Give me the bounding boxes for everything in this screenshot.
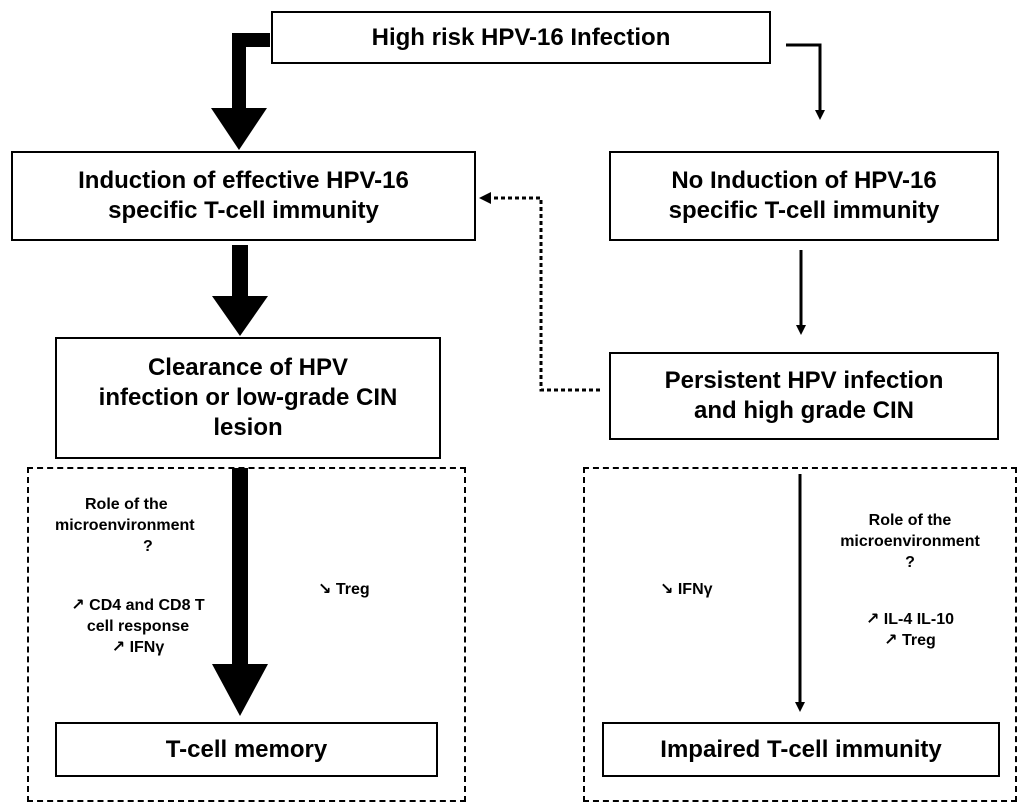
left-role-line-1: Role of the: [85, 496, 168, 513]
right-dashed-panel: [583, 467, 1017, 802]
persistent-box: Persistent HPV infection and high grade …: [609, 352, 999, 440]
right-role-note: Role of the microenvironment ?: [818, 511, 1002, 573]
right-il-line-2: ↗ Treg: [884, 631, 936, 649]
thick-arrowhead-clearance: [212, 296, 268, 336]
right-role-line-2: microenvironment: [840, 532, 980, 550]
right-ifn-label: ↘ IFNγ: [660, 581, 713, 598]
left-role-line-2: microenvironment: [55, 516, 195, 534]
thick-arrowhead-memory: [212, 664, 268, 716]
impaired-box: Impaired T-cell immunity: [602, 722, 1000, 777]
clearance-line-1: Clearance of HPV: [147, 354, 349, 381]
persistent-line-2: and high grade CIN: [693, 397, 914, 424]
induction-line-2: specific T-cell immunity: [108, 197, 379, 224]
infection-label: High risk HPV-16 Infection: [371, 23, 671, 51]
left-role-line-3: ?: [143, 537, 153, 555]
right-role-line-1: Role of the: [868, 512, 952, 529]
no-induction-line-1: No Induction of HPV-16: [671, 167, 937, 194]
right-il-note: ↗ IL-4 IL-10 ↗ Treg: [840, 610, 980, 652]
right-role-line-3: ?: [905, 553, 915, 571]
memory-box: T-cell memory: [55, 722, 438, 777]
left-dashed-panel: [27, 467, 466, 802]
left-treg-note: ↘ Treg: [318, 580, 370, 601]
left-role-note: Role of the microenvironment ?: [55, 495, 235, 557]
no-induction-line-2: specific T-cell immunity: [668, 197, 940, 224]
memory-label: T-cell memory: [165, 735, 328, 763]
left-cd-line-1: ↗ CD4 and CD8 T: [71, 597, 205, 614]
thin-arrow-infection-to-no-induction: [786, 43, 825, 120]
right-il-line-1: ↗ IL-4 IL-10: [865, 611, 955, 628]
clearance-line-2: infection or low-grade CIN: [98, 384, 398, 411]
induction-line-1: Induction of effective HPV-16: [78, 167, 409, 194]
induction-box: Induction of effective HPV-16 specific T…: [11, 151, 476, 241]
left-treg-label: ↘ Treg: [318, 581, 370, 598]
clearance-box: Clearance of HPV infection or low-grade …: [55, 337, 441, 459]
left-cd-note: ↗ CD4 and CD8 T cell response ↗ IFNγ: [48, 596, 228, 658]
thick-arrow-infection-to-induction: [232, 33, 270, 110]
persistent-line-1: Persistent HPV infection: [664, 367, 944, 394]
clearance-line-3: lesion: [213, 414, 283, 441]
no-induction-box: No Induction of HPV-16 specific T-cell i…: [609, 151, 999, 241]
thick-arrow-induction-to-clearance: [232, 245, 248, 300]
impaired-label: Impaired T-cell immunity: [660, 735, 942, 763]
left-cd-line-2: cell response: [86, 617, 190, 635]
left-cd-line-3: ↗ IFNγ: [111, 638, 165, 656]
thick-arrowhead-induction: [211, 108, 267, 150]
dotted-arrow-persistent-to-induction: [479, 192, 600, 392]
thick-arrow-clearance-to-memory: [232, 468, 248, 668]
infection-box: High risk HPV-16 Infection: [271, 11, 771, 64]
right-ifn-note: ↘ IFNγ: [660, 580, 713, 601]
